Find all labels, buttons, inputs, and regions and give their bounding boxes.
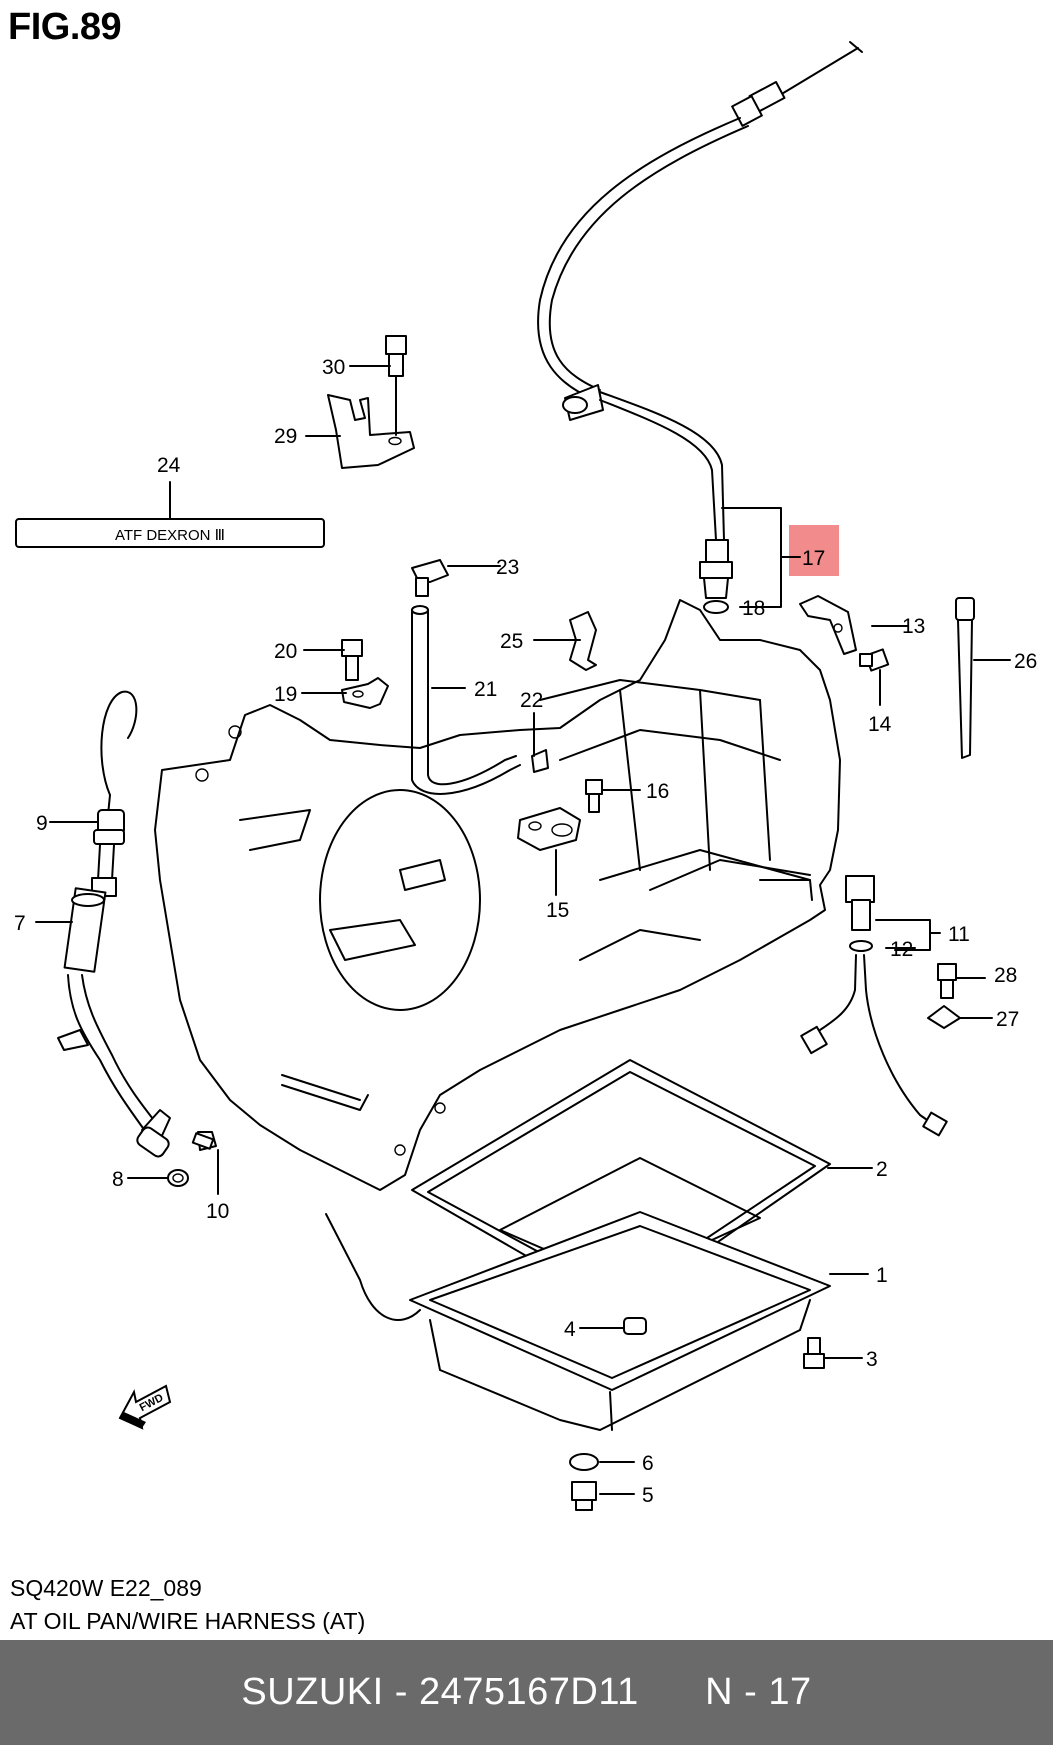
- callout-8: 8: [112, 1168, 124, 1191]
- washer-6: [569, 1453, 599, 1471]
- diagram-description: AT OIL PAN/WIRE HARNESS (AT): [10, 1608, 366, 1634]
- transmission-case: [154, 599, 841, 1191]
- bolt-14: [859, 648, 890, 672]
- clip-25: [569, 611, 597, 671]
- callout-12: 12: [890, 938, 913, 961]
- callout-25: 25: [500, 630, 523, 653]
- footer-bar: SUZUKI - 2475167D11 N - 17: [0, 1640, 1053, 1745]
- bracket-13: [799, 595, 857, 655]
- bolt-30: [385, 335, 407, 377]
- bolt-28: [937, 963, 957, 999]
- parts-diagram: FWD 1 2 3 4 5 6 7: [14, 41, 1037, 1511]
- footer-reference: N - 17: [705, 1671, 812, 1713]
- callout-16: 16: [646, 780, 669, 803]
- tie-strap-26: [955, 597, 975, 759]
- callout-11: 11: [948, 923, 970, 946]
- callout-22: 22: [520, 689, 543, 712]
- footer-spacer: [639, 1671, 705, 1714]
- callout-20: 20: [274, 640, 297, 663]
- callout-17: 17: [802, 547, 825, 570]
- callout-24: 24: [157, 454, 181, 477]
- oil-pan-1: [409, 1211, 831, 1431]
- callout-28: 28: [994, 964, 1017, 987]
- callout-5: 5: [642, 1484, 654, 1507]
- leader-lines: [35, 365, 1011, 1495]
- callout-4: 4: [564, 1318, 576, 1341]
- shift-cable: [537, 41, 863, 614]
- callout-21: 21: [474, 678, 497, 701]
- oil-strainer-tube: [325, 1213, 421, 1321]
- callout-23: 23: [496, 556, 519, 579]
- callout-27: 27: [996, 1008, 1019, 1031]
- callout-19: 19: [274, 683, 297, 706]
- drain-plug-5: [571, 1481, 597, 1511]
- fwd-arrow-icon: FWD: [118, 1384, 172, 1430]
- callout-9: 9: [36, 812, 48, 835]
- callout-1: 1: [876, 1264, 888, 1287]
- callout-14: 14: [868, 713, 892, 736]
- highlight-part-17: [789, 525, 839, 576]
- callout-7: 7: [14, 912, 26, 935]
- clamp-22: [531, 749, 549, 773]
- vent-hose-21: [411, 559, 521, 795]
- callout-30: 30: [322, 356, 345, 379]
- footer-part-number: SUZUKI - 2475167D11: [241, 1671, 639, 1713]
- bracket-19: [341, 677, 389, 709]
- figure-title: FIG.89: [8, 6, 122, 48]
- callout-2: 2: [876, 1158, 888, 1181]
- bolt-16: [585, 779, 603, 813]
- callout-15: 15: [546, 899, 569, 922]
- sensor-harness-11: [800, 875, 948, 1137]
- diagram-code: SQ420W E22_089: [10, 1575, 202, 1601]
- callout-26: 26: [1014, 650, 1037, 673]
- clip-27: [927, 1005, 961, 1029]
- callout-18: 18: [742, 597, 765, 620]
- callouts: 1 2 3 4 5 6 7 8 9 10 11 12 13 14 15 16 1…: [14, 356, 1037, 1507]
- magnet-4: [623, 1317, 647, 1335]
- bolt-3: [803, 1337, 825, 1369]
- atf-label-text: ATF DEXRON Ⅲ: [115, 527, 225, 544]
- callout-10: 10: [206, 1200, 229, 1223]
- bracket-15: [517, 807, 581, 851]
- bolt-20: [341, 639, 363, 681]
- callout-6: 6: [642, 1452, 654, 1475]
- dipstick-assembly: [57, 690, 217, 1187]
- callout-3: 3: [866, 1348, 878, 1371]
- callout-29: 29: [274, 425, 297, 448]
- callout-13: 13: [902, 615, 925, 638]
